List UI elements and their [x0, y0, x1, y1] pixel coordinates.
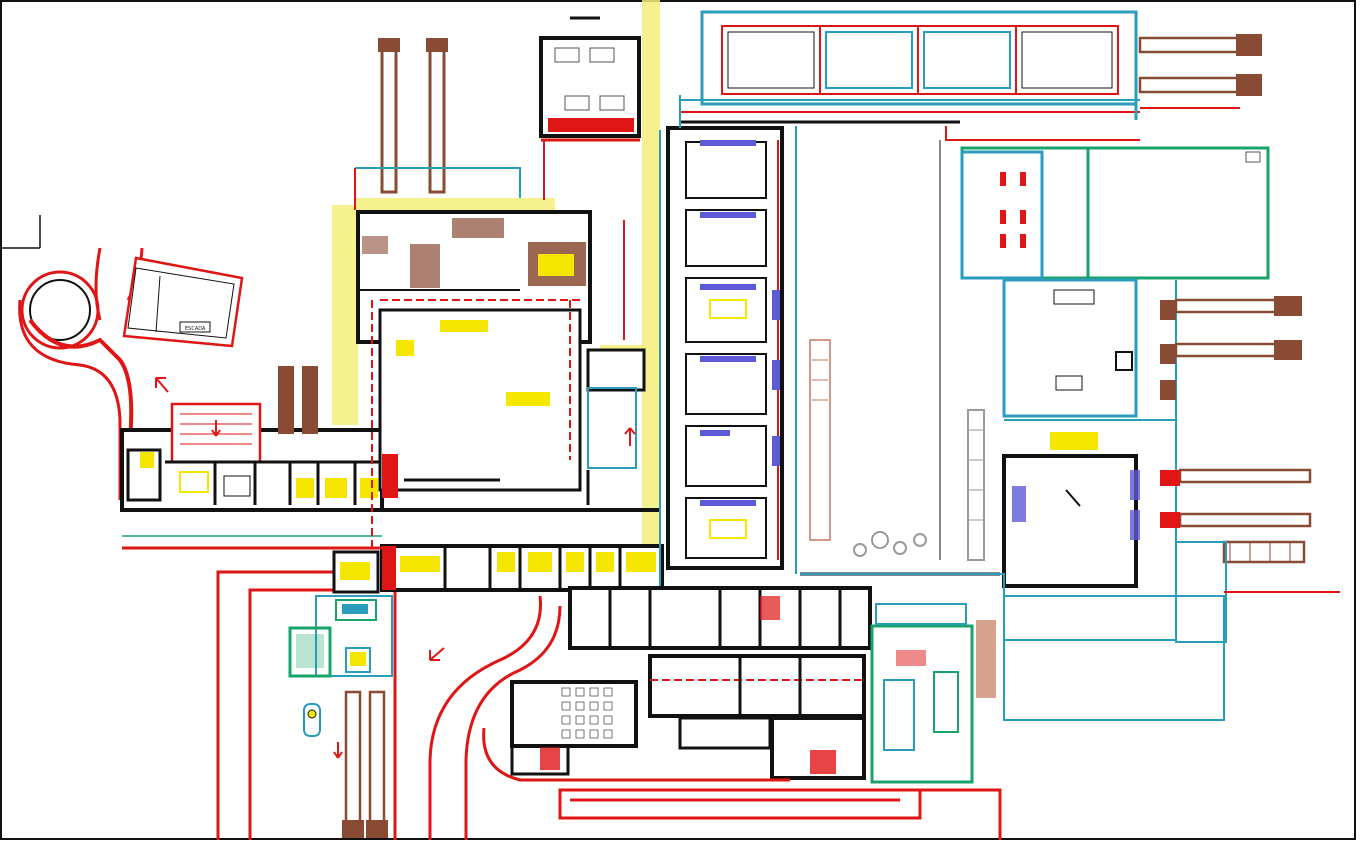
storage-bays: [659, 126, 784, 590]
chimney-pair-short: [278, 366, 318, 434]
lower-right-room: [1002, 454, 1340, 721]
utility-block-green: [870, 603, 996, 784]
seating-grid: [561, 687, 613, 739]
central-left-building: [356, 210, 660, 560]
teal-room-right: [1002, 278, 1177, 600]
site-roads: [216, 570, 1002, 840]
chimney-pair-bottom: [342, 690, 388, 838]
main-corridor: [122, 544, 664, 592]
room-label: ESCADA: [185, 326, 206, 332]
green-rooms-right: [960, 146, 1270, 280]
boiler-room-top: [539, 16, 641, 142]
chimney-horizontal-right: [1160, 296, 1312, 564]
open-hall: [795, 126, 1000, 576]
chimney-horizontal-top: [1138, 34, 1262, 109]
round-entrance: ESCADA: [18, 247, 244, 500]
lower-central-block: [510, 586, 872, 780]
gatehouse: [288, 550, 393, 737]
chimney-pair: [378, 38, 448, 194]
storage-block-top: [680, 10, 1140, 124]
direction-arrows: [155, 377, 636, 759]
service-lines: [354, 12, 1140, 600]
left-wing: [120, 402, 384, 550]
